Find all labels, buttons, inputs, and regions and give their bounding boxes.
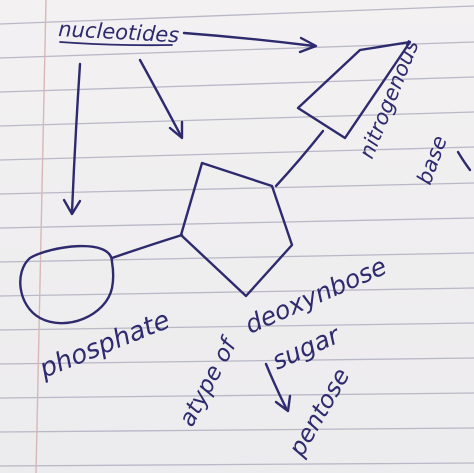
label-nitrogenous: nitrogenous [354, 36, 423, 161]
base-tick-mark [456, 150, 472, 172]
deoxyribose-pentagon [179, 161, 294, 298]
arrow-to-base [182, 31, 318, 54]
label-a-type-of: atype of [174, 332, 243, 431]
label-base: base [412, 132, 452, 187]
label-deoxyribose: deoxynbose [241, 251, 391, 339]
label-phosphate: phosphate [34, 305, 174, 385]
phosphate-circle [19, 244, 115, 325]
nitrogenous-base-shape [296, 40, 412, 140]
bond-sugar-base [274, 129, 325, 188]
arrow-to-pentose [264, 362, 292, 413]
arrow-to-sugar [138, 58, 184, 140]
label-pentose: pentose [282, 363, 355, 462]
bond-sugar-phosphate [110, 233, 184, 260]
ruled-lines [0, 5, 474, 467]
margin-line [35, 0, 47, 473]
nucleotides-underline [59, 41, 173, 47]
arrow-to-phosphate [62, 62, 82, 216]
